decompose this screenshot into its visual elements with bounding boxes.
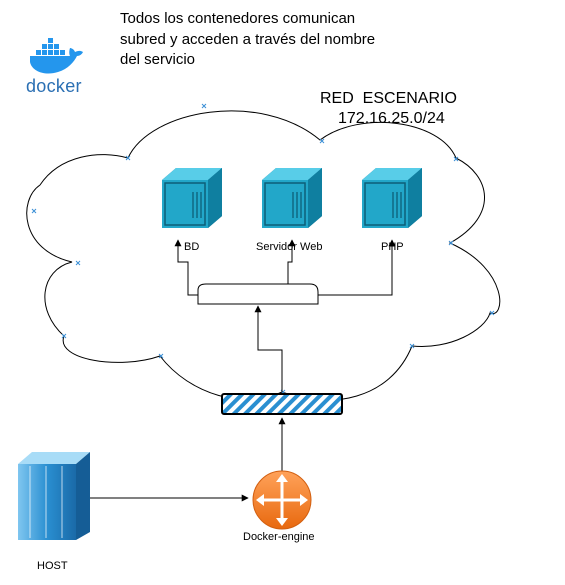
description-line: Todos los contenedores comunican [120,10,356,27]
container-links [174,239,396,296]
container-label-web: Servidor Web [256,241,323,253]
docker-wordmark: docker [26,76,82,96]
network-subnet: 172.16.25.0/24 [338,110,445,127]
network-cloud [26,110,501,401]
description-line: subred y acceden a través del nombre [120,30,376,48]
server-icon[interactable] [18,452,90,540]
engine-label: Docker-engine [243,531,315,543]
network-name: RED ESCENARIO [320,90,457,107]
container-icon-bd[interactable] [162,168,222,228]
diagram-description: Todos los contenedores comunican subred … [120,9,375,71]
host-label: HOST [37,560,68,572]
docker-whale-icon [30,38,83,74]
bridge-to-switch-link [254,305,283,392]
network-bridge[interactable] [221,393,343,415]
container-label-php: PHP [381,241,404,253]
description-line: del servicio [120,51,196,68]
internal-switch-bar[interactable] [197,283,319,305]
router-icon[interactable] [252,470,312,530]
container-label-bd: BD [184,241,200,253]
container-icon-php[interactable] [362,168,422,228]
container-icon-web[interactable] [262,168,322,228]
